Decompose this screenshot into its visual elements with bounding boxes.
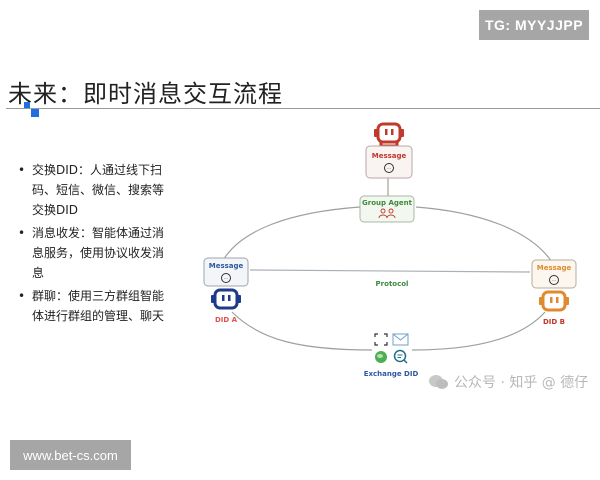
page-title: 未来：即时消息交互流程 (8, 80, 283, 108)
svg-text:Message: Message (372, 152, 407, 160)
group-icon (378, 208, 396, 219)
svg-text:Message: Message (209, 262, 244, 270)
accent-square (31, 109, 39, 117)
svg-text:Message: Message (537, 264, 572, 272)
exchange-did-label: Exchange DID (364, 370, 419, 378)
bullet-exchange-did: 交换DID：人通过线下扫码、短信、微信、搜索等交换DID (18, 160, 168, 220)
svg-text:···: ··· (552, 278, 556, 283)
right-message-box: Message ··· (531, 259, 577, 289)
accent-square (24, 102, 30, 108)
robot-icon (374, 122, 404, 148)
wechat-watermark-icon (429, 375, 448, 389)
did-a-label: DID A (215, 316, 238, 324)
message-search-icon (393, 349, 408, 364)
tg-badge: TG: MYYJJPP (479, 10, 589, 40)
top-message-box: Message ··· (365, 145, 413, 179)
left-message-box: Message ··· (203, 257, 249, 287)
mail-icon (392, 333, 409, 346)
bullet-list: 交换DID：人通过线下扫码、短信、微信、搜索等交换DID 消息收发：智能体通过消… (18, 160, 168, 329)
bullet-group-chat: 群聊：使用三方群组智能体进行群组的管理、聊天 (18, 286, 168, 326)
group-agent-box: Group Agent (359, 195, 415, 223)
did-b-label: DID B (543, 318, 565, 326)
did-b-robot-icon (539, 290, 569, 312)
svg-text:···: ··· (387, 166, 391, 171)
svg-text:···: ··· (224, 276, 228, 281)
wechat-icon (375, 351, 387, 363)
svg-text:Group Agent: Group Agent (362, 199, 413, 207)
did-a-robot-icon (211, 288, 241, 310)
scan-icon (374, 333, 388, 346)
bullet-messaging: 消息收发：智能体通过消息服务，使用协议收发消息 (18, 223, 168, 283)
site-badge: www.bet-cs.com (10, 440, 131, 470)
protocol-label: Protocol (376, 280, 409, 288)
watermark: 公众号 · 知乎 @ 德仔 (428, 372, 588, 392)
watermark-text: 公众号 · 知乎 @ 德仔 (454, 375, 589, 391)
title-divider (6, 108, 600, 109)
